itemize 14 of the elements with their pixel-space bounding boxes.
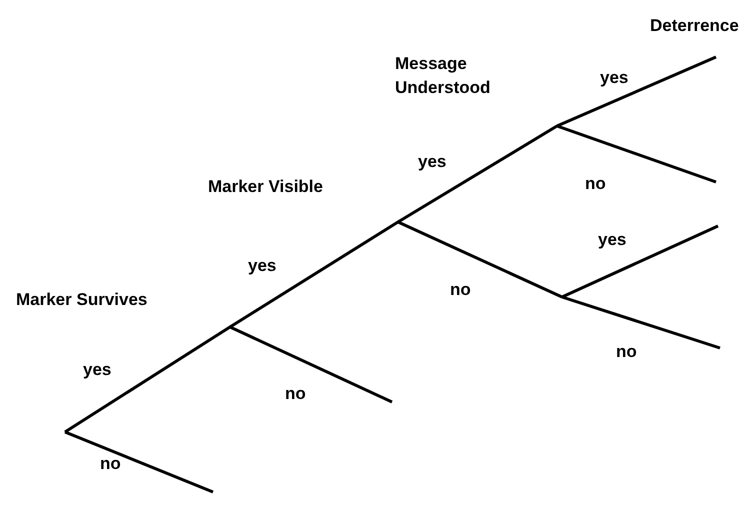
stage-heading: Deterrence [650,15,739,37]
stage-heading: Marker Survives [16,289,148,311]
branch-label: no [450,279,471,301]
stage-heading: Marker Visible [208,176,323,198]
branch-label: yes [248,255,276,277]
branch-label: no [285,383,306,405]
branch-label: no [616,341,637,363]
branch-label: yes [600,67,628,89]
branch-label: no [100,453,121,475]
branch-label: yes [598,229,626,251]
branch-label: yes [418,151,446,173]
branch-label: yes [83,359,112,381]
branch-label: no [585,173,606,195]
stage-heading: Message Understood [395,53,492,99]
